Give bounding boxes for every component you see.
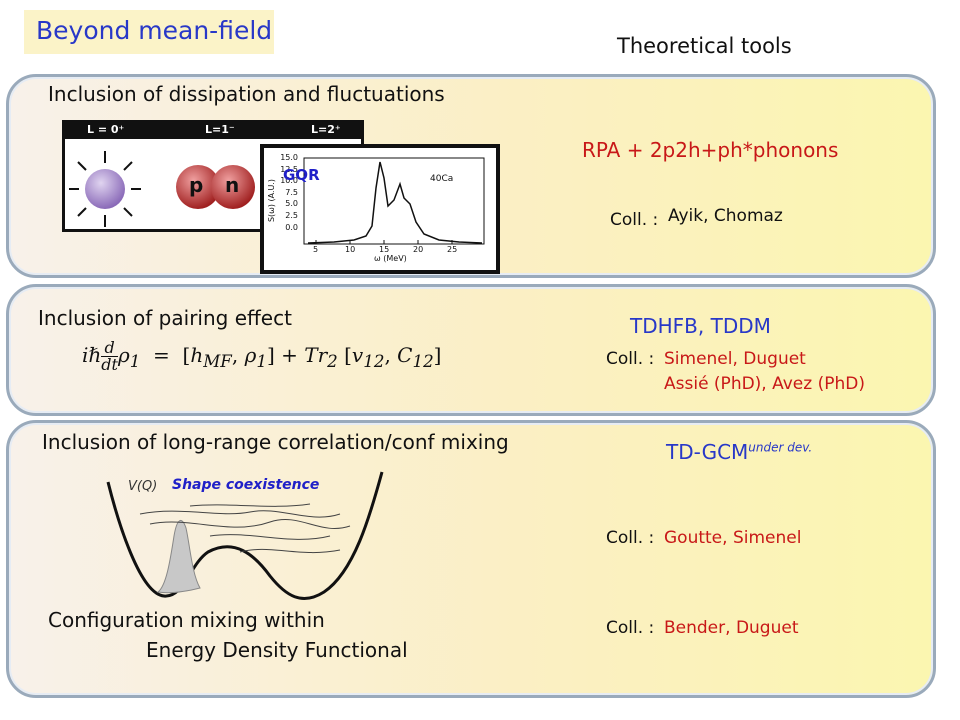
double-well-potential: [106, 471, 384, 601]
slide-title: Beyond mean-field: [36, 16, 273, 45]
panel2-coll-names-2: Assié (PhD), Avez (PhD): [664, 374, 865, 394]
panel2-heading: Inclusion of pairing effect: [38, 306, 292, 330]
panel3-coll2-label: Coll. :: [606, 618, 655, 638]
rpa-method: RPA + 2p2h+ph*phonons: [582, 138, 839, 162]
panel3-heading: Inclusion of long-range correlation/conf…: [42, 430, 509, 454]
mode-l2-label: L=2⁺: [311, 123, 341, 136]
panel3-coll2-names: Bender, Duguet: [664, 618, 799, 638]
theoretical-tools-label: Theoretical tools: [617, 34, 792, 58]
panel-pairing: [6, 284, 936, 416]
panel-conf-mixing: [6, 420, 936, 698]
neutron-label: n: [225, 173, 240, 197]
title-highlight: [24, 10, 274, 54]
tdhfb-method: TDHFB, TDDM: [630, 314, 771, 338]
panel1-coll-label: Coll. :: [610, 210, 659, 230]
panel3-coll1-names: Goutte, Simenel: [664, 528, 802, 548]
footer-line-2: Energy Density Functional: [146, 638, 408, 662]
shape-coexistence-label: Shape coexistence: [172, 477, 320, 493]
x-axis-label: ω (MeV): [374, 254, 407, 263]
y-axis-label: S(ω) (A.U.): [267, 178, 277, 223]
panel1-heading: Inclusion of dissipation and fluctuation…: [48, 82, 445, 106]
monopole-dipole-drawing: [69, 151, 255, 227]
strength-function-plot: 15.0 12.5 10.0 7.5 5.0 2.5 0.0 5 10 15 2…: [260, 144, 500, 274]
footer-line-1: Configuration mixing within: [48, 608, 325, 632]
vq-label: V(Q): [128, 479, 158, 494]
gqr-label: GQR: [283, 166, 320, 184]
proton-label: p: [189, 173, 204, 197]
mode-l0-label: L = 0⁺: [87, 123, 125, 136]
y-tick-labels: 15.0 12.5 10.0 7.5 5.0 2.5 0.0: [280, 153, 298, 232]
strength-curve: [303, 157, 485, 245]
panel2-coll-names-1: Simenel, Duguet: [664, 349, 806, 369]
panel3-coll1-label: Coll. :: [606, 528, 655, 548]
tdgcm-method: TD-GCMunder dev.: [666, 440, 813, 464]
panel2-coll-label: Coll. :: [606, 349, 655, 369]
mode-l1-label: L=1⁻: [205, 123, 235, 136]
panel1-coll-names: Ayik, Chomaz: [668, 206, 783, 226]
calcium-label: 40Ca: [430, 174, 454, 184]
